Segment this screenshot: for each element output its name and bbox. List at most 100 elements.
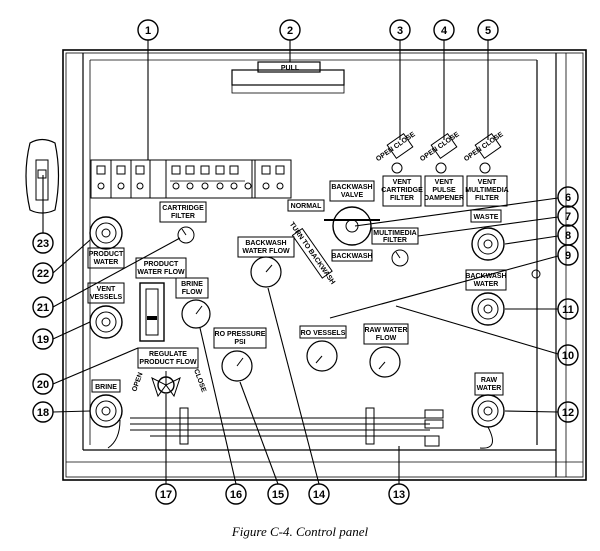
callout-23: 23: [32, 232, 54, 254]
svg-text:8: 8: [565, 230, 571, 242]
callout-21: 21: [32, 296, 54, 318]
svg-text:PSI: PSI: [234, 339, 245, 346]
svg-text:VENT: VENT: [435, 179, 454, 186]
svg-text:FLOW: FLOW: [182, 289, 203, 296]
leader-lines: [42, 40, 559, 485]
svg-text:WATER FLOW: WATER FLOW: [242, 248, 290, 255]
ro-pressure-gauge: RO PRESSURE PSI: [213, 327, 267, 382]
svg-text:VALVE: VALVE: [341, 192, 364, 199]
svg-text:3: 3: [397, 25, 403, 37]
svg-text:MULTIMEDIA: MULTIMEDIA: [465, 187, 508, 194]
vent-cartridge-filter-valve: OPEN CLOSE VENT CARTRIDGE FILTER: [375, 131, 423, 207]
vent-pulse-dampener-valve: OPEN CLOSE VENT PULSE DAMPENER: [419, 131, 464, 207]
svg-text:RO PRESSURE: RO PRESSURE: [215, 331, 266, 338]
svg-text:PULSE: PULSE: [432, 187, 456, 194]
regulate-product-flow-valve: REGULATE PRODUCT FLOW OPEN CLOSE: [131, 347, 207, 398]
callout-7: 7: [557, 205, 579, 227]
svg-text:10: 10: [562, 350, 574, 362]
product-water-valve: PRODUCT WATER: [87, 216, 125, 269]
multimedia-filter-gauge: MULTIMEDIA FILTER: [371, 227, 419, 267]
callout-17: 17: [155, 483, 177, 505]
svg-text:VENT: VENT: [393, 179, 412, 186]
svg-text:CARTRIDGE: CARTRIDGE: [381, 187, 423, 194]
backwash-water-flow-gauge: BACKWASH WATER FLOW: [237, 236, 295, 288]
callout-16: 16: [225, 483, 247, 505]
svg-text:17: 17: [160, 489, 172, 501]
raw-water-valve: RAW WATER: [471, 372, 505, 449]
callout-11: 11: [557, 298, 579, 320]
svg-text:OPEN: OPEN: [131, 372, 144, 393]
pull-label: PULL: [281, 65, 300, 72]
svg-text:BACKWASH: BACKWASH: [465, 273, 506, 280]
callout-20: 20: [32, 373, 54, 395]
svg-text:21: 21: [37, 302, 49, 314]
callout-18: 18: [32, 401, 54, 423]
svg-text:WASTE: WASTE: [474, 214, 499, 221]
svg-text:VESSELS: VESSELS: [90, 294, 123, 301]
svg-text:VENT: VENT: [97, 286, 116, 293]
callout-15: 15: [267, 483, 289, 505]
callout-9: 9: [557, 244, 579, 266]
brine-valve: BRINE: [89, 379, 123, 428]
brine-flow-gauge: BRINE FLOW: [175, 277, 211, 329]
breaker-panel: [90, 159, 292, 199]
svg-text:NORMAL: NORMAL: [291, 203, 322, 210]
pull-handle: PULL: [231, 61, 345, 94]
svg-text:RAW WATER: RAW WATER: [364, 327, 407, 334]
svg-text:BACKWASH: BACKWASH: [245, 240, 286, 247]
svg-text:19: 19: [37, 334, 49, 346]
svg-text:BRINE: BRINE: [95, 384, 117, 391]
svg-text:14: 14: [313, 489, 326, 501]
svg-text:15: 15: [272, 489, 284, 501]
callout-6: 6: [557, 186, 579, 208]
callout-1: 1: [137, 19, 159, 41]
svg-text:20: 20: [37, 379, 49, 391]
svg-text:VENT: VENT: [478, 179, 497, 186]
plumbing-pipes: [107, 407, 444, 449]
svg-text:FLOW: FLOW: [376, 335, 397, 342]
svg-text:PRODUCT FLOW: PRODUCT FLOW: [139, 359, 197, 366]
svg-text:PRODUCT: PRODUCT: [144, 261, 179, 268]
backwash-valve: BACKWASH VALVE NORMAL TURN TO BACKWASH B…: [287, 180, 380, 286]
svg-text:22: 22: [37, 268, 49, 280]
svg-text:BACKWASH: BACKWASH: [331, 184, 372, 191]
svg-text:FILTER: FILTER: [171, 213, 195, 220]
svg-text:5: 5: [485, 25, 491, 37]
svg-text:4: 4: [441, 25, 448, 37]
waste-valve: WASTE: [470, 209, 505, 261]
vent-valves: OPEN CLOSE VENT CARTRIDGE FILTER OPEN CL…: [375, 131, 509, 207]
svg-text:BRINE: BRINE: [181, 281, 203, 288]
callout-3: 3: [389, 19, 411, 41]
svg-text:WATER FLOW: WATER FLOW: [137, 269, 185, 276]
ro-vessels-gauge: RO VESSELS: [299, 325, 347, 372]
svg-text:7: 7: [565, 211, 571, 223]
svg-text:BACKWASH: BACKWASH: [331, 253, 372, 260]
svg-text:12: 12: [562, 407, 574, 419]
callout-12: 12: [557, 401, 579, 423]
svg-text:FILTER: FILTER: [383, 237, 407, 244]
svg-text:1: 1: [145, 25, 151, 37]
product-water-flow-meter: PRODUCT WATER FLOW: [135, 257, 187, 342]
svg-text:13: 13: [393, 489, 405, 501]
callout-13: 13: [388, 483, 410, 505]
svg-text:WATER: WATER: [94, 259, 119, 266]
svg-text:DAMPENER: DAMPENER: [424, 195, 464, 202]
callout-14: 14: [308, 483, 330, 505]
raw-water-flow-gauge: RAW WATER FLOW: [363, 323, 409, 378]
svg-text:FILTER: FILTER: [475, 195, 499, 202]
svg-text:RO VESSELS: RO VESSELS: [301, 330, 346, 337]
wall-clip: [25, 138, 60, 214]
svg-text:WATER: WATER: [474, 281, 499, 288]
svg-text:FILTER: FILTER: [390, 195, 414, 202]
cartridge-filter-gauge: CARTRIDGE FILTER: [159, 201, 207, 244]
callout-4: 4: [433, 19, 455, 41]
callout-10: 10: [557, 344, 579, 366]
svg-text:MULTIMEDIA: MULTIMEDIA: [373, 230, 416, 237]
vent-vessels-valve: VENT VESSELS: [87, 282, 125, 339]
figure-caption: Figure C-4. Control panel: [231, 524, 369, 539]
svg-text:RAW: RAW: [481, 377, 498, 384]
svg-text:6: 6: [565, 192, 571, 204]
svg-text:CLOSE: CLOSE: [192, 368, 207, 393]
backwash-water-valve: BACKWASH WATER: [465, 269, 541, 326]
